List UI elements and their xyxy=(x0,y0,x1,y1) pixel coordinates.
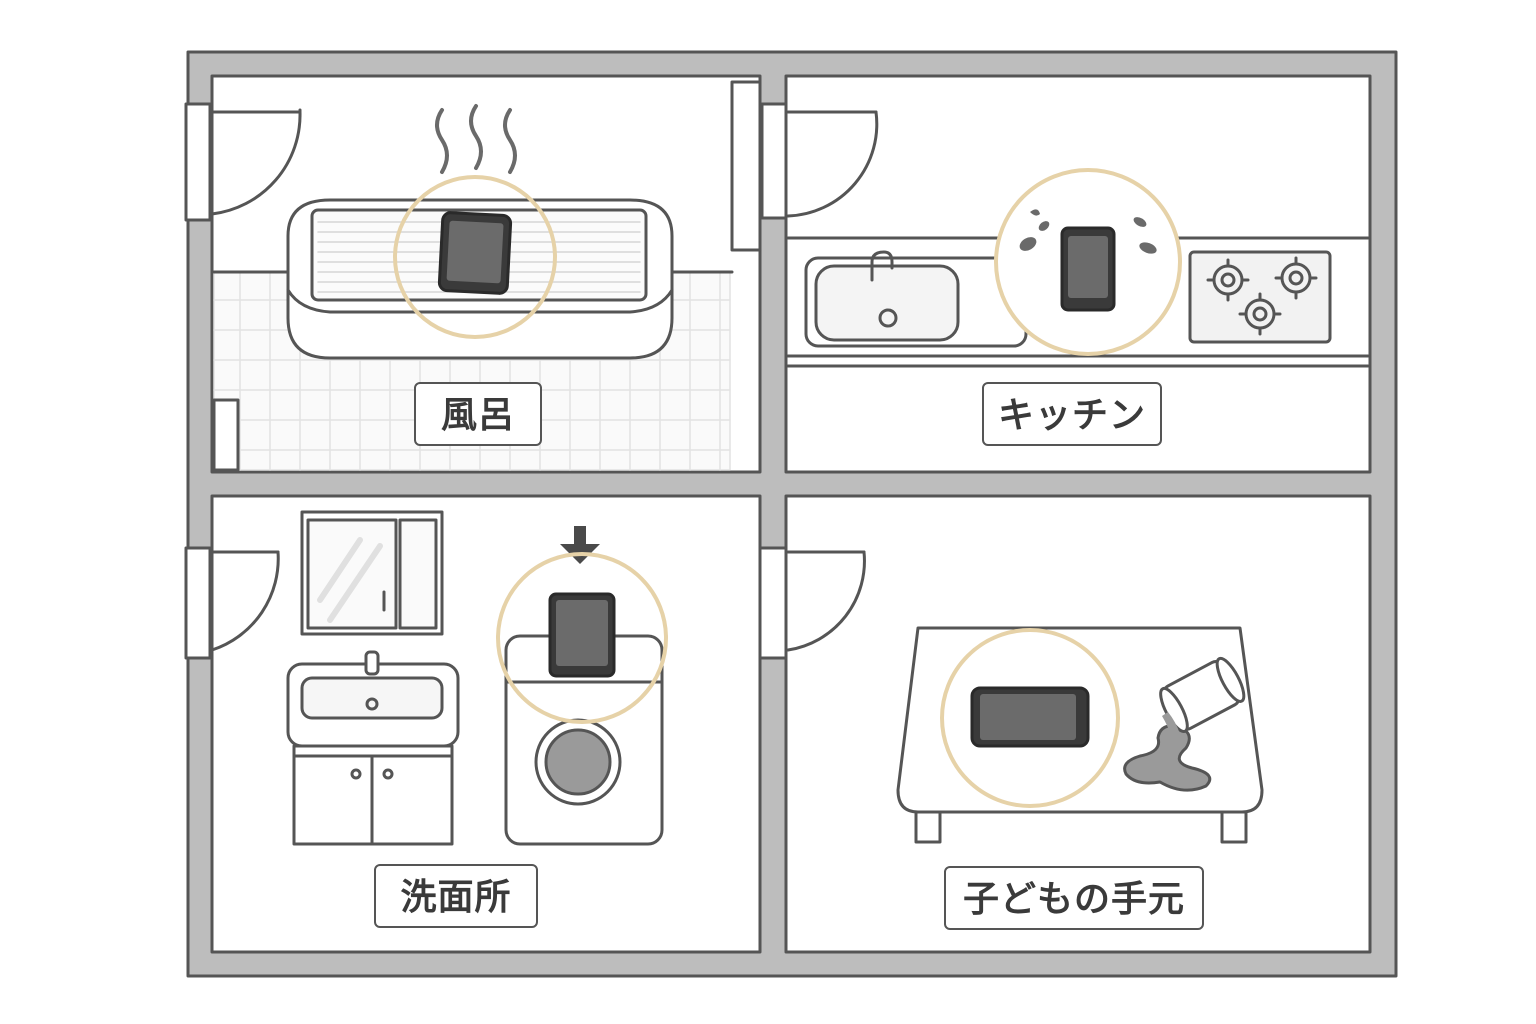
bath-label: 風呂 xyxy=(414,382,542,446)
mirror-cabinet xyxy=(300,510,444,636)
walls xyxy=(186,50,1398,978)
tablet-icon xyxy=(970,686,1090,748)
kitchen-room xyxy=(730,80,1370,368)
gas-burner-icon xyxy=(1238,292,1282,336)
gas-burner-icon xyxy=(1274,256,1318,300)
kitchen-door xyxy=(730,80,879,252)
highlight-ring xyxy=(940,628,1120,808)
highlight-ring xyxy=(496,552,668,724)
steam-icon xyxy=(435,104,517,174)
child-room xyxy=(758,546,1264,844)
faucet-icon xyxy=(870,250,894,282)
washroom-label: 洗面所 xyxy=(374,864,538,928)
water-drop-icon xyxy=(1019,209,1157,254)
child-room-door xyxy=(758,546,866,660)
gas-burner-icon xyxy=(1206,258,1250,302)
down-arrow-icon xyxy=(560,526,600,564)
bath-door xyxy=(184,102,302,222)
highlight-ring xyxy=(393,175,557,339)
smartphone-icon xyxy=(437,211,513,295)
kitchen-label: キッチン xyxy=(982,382,1162,446)
spilled-cup-icon xyxy=(1123,656,1246,792)
kitchen-sink xyxy=(804,250,1028,348)
child-area-label: 子どもの手元 xyxy=(944,866,1204,930)
smartphone-icon xyxy=(1060,226,1116,312)
bath-room xyxy=(184,102,734,472)
smartphone-icon xyxy=(548,592,616,678)
gas-stove xyxy=(1188,250,1332,344)
washroom-room xyxy=(184,510,668,846)
washing-machine xyxy=(504,634,664,846)
washroom-door xyxy=(184,546,280,660)
vanity-sink xyxy=(286,650,460,846)
